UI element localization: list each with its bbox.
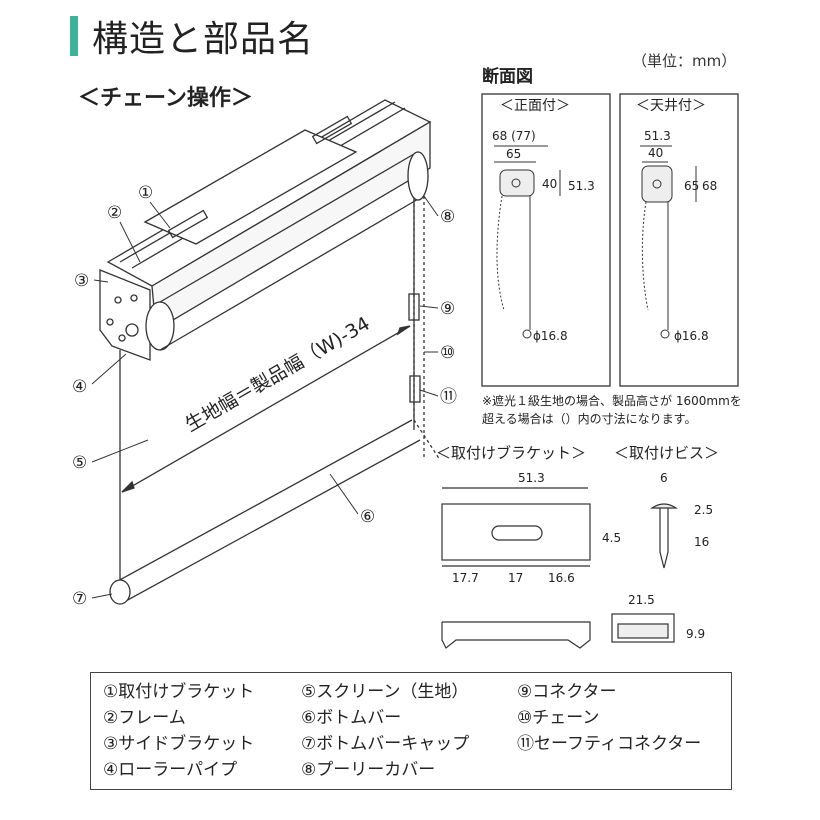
ceiling-dim-top: 51.3: [644, 129, 671, 143]
callout-markers: ① ② ③ ④ ⑤ ⑥ ⑦ ⑧ ⑨ ⑩ ⑪: [72, 183, 457, 609]
callout-leaders: [91, 195, 439, 599]
callout-11: ⑪: [440, 387, 457, 407]
legend-item: ⑩チェーン: [517, 708, 600, 728]
legend-column-2: ⑤スクリーン（生地） ⑥ボトムバー ⑦ボトムバーキャップ ⑧プーリーカバー: [301, 679, 469, 783]
front-dim-inner: 65: [506, 147, 521, 161]
front-dim-phi: ϕ16.8: [533, 329, 568, 343]
callout-2: ②: [107, 203, 122, 223]
legend-item: ③サイドブラケット: [103, 734, 255, 754]
ceiling-dim-h-outer: 68: [702, 179, 717, 193]
callout-4: ④: [72, 377, 87, 397]
front-dim-top: 68 (77): [492, 129, 536, 143]
legend-item: ②フレーム: [103, 708, 186, 728]
legend-item: ⑤スクリーン（生地）: [301, 682, 469, 702]
screw-dim-len: 16: [694, 535, 709, 549]
callout-3: ③: [74, 271, 89, 291]
cap-dim-height: 9.9: [686, 627, 705, 641]
screw-drawing: 6 2.5 16 21.5 9.9: [611, 471, 713, 643]
callout-9: ⑨: [440, 299, 455, 319]
legend-item: ⑥ボトムバー: [301, 708, 402, 728]
callout-1: ①: [138, 183, 153, 203]
cross-section-heading: 断面図: [482, 66, 533, 87]
ceiling-mount-label: ＜天井付＞: [636, 98, 706, 114]
page-title: 構造と部品名: [92, 19, 315, 60]
fabric-width-label: 生地幅＝製品幅（W)-34: [182, 313, 374, 437]
bracket-label: ＜取付けブラケット＞: [436, 444, 586, 462]
bracket-dim-c: 16.6: [548, 571, 575, 585]
screw-dim-head: 6: [660, 471, 668, 485]
bracket-dim-slot: 4.5: [602, 531, 621, 545]
cap-dim-width: 21.5: [628, 593, 655, 607]
note-line-1: ※遮光１級生地の場合、製品高さが 1600mmを: [482, 394, 742, 408]
cross-section-note: ※遮光１級生地の場合、製品高さが 1600mmを 超える場合は（）内の寸法になり…: [482, 392, 782, 428]
callout-6: ⑥: [360, 507, 375, 527]
legend-column-1: ①取付けブラケット ②フレーム ③サイドブラケット ④ローラーパイプ: [103, 679, 254, 783]
unit-label: （単位：mm）: [632, 52, 737, 70]
ceiling-dim-h-inner: 65: [684, 179, 699, 193]
front-dim-h-outer: 51.3: [568, 179, 595, 193]
screw-dim-head-h: 2.5: [694, 503, 713, 517]
title-accent-bar: [70, 16, 78, 56]
ceiling-mount-section: ＜天井付＞ 51.3 40 65 68 ϕ16.8: [619, 93, 739, 387]
callout-5: ⑤: [72, 453, 87, 473]
roller-blind-illustration: [99, 99, 441, 605]
note-line-2: 超える場合は（）内の寸法になります。: [482, 412, 697, 426]
callout-8: ⑧: [440, 207, 455, 227]
legend-column-3: ⑨コネクター ⑩チェーン ⑪セーフティコネクター: [517, 679, 701, 757]
legend-item: ⑧プーリーカバー: [301, 760, 436, 780]
bracket-dim-b: 17: [508, 571, 523, 585]
screw-label: ＜取付けビス＞: [614, 444, 719, 462]
legend-item: ⑪セーフティコネクター: [517, 734, 702, 754]
legend-item: ⑦ボトムバーキャップ: [301, 734, 470, 754]
front-mount-section: ＜正面付＞ 68 (77) 65 40 51.3 ϕ16.8: [481, 93, 611, 387]
parts-legend: ①取付けブラケット ②フレーム ③サイドブラケット ④ローラーパイプ ⑤スクリー…: [90, 672, 732, 790]
front-dim-h-inner: 40: [542, 177, 557, 191]
ceiling-dim-inner: 40: [648, 146, 663, 160]
callout-7: ⑦: [72, 589, 87, 609]
callout-10: ⑩: [440, 343, 455, 363]
legend-item: ①取付けブラケット: [103, 682, 255, 702]
ceiling-dim-phi: ϕ16.8: [674, 329, 709, 343]
legend-item: ④ローラーパイプ: [103, 760, 238, 780]
legend-item: ⑨コネクター: [517, 682, 617, 702]
bracket-dim-width: 51.3: [518, 471, 545, 485]
bracket-dim-a: 17.7: [452, 571, 479, 585]
front-mount-label: ＜正面付＞: [500, 98, 570, 114]
bracket-drawing: 51.3 4.5 17.7 17 16.6: [441, 471, 621, 649]
chain-operation-heading: ＜チェーン操作＞: [78, 86, 253, 111]
